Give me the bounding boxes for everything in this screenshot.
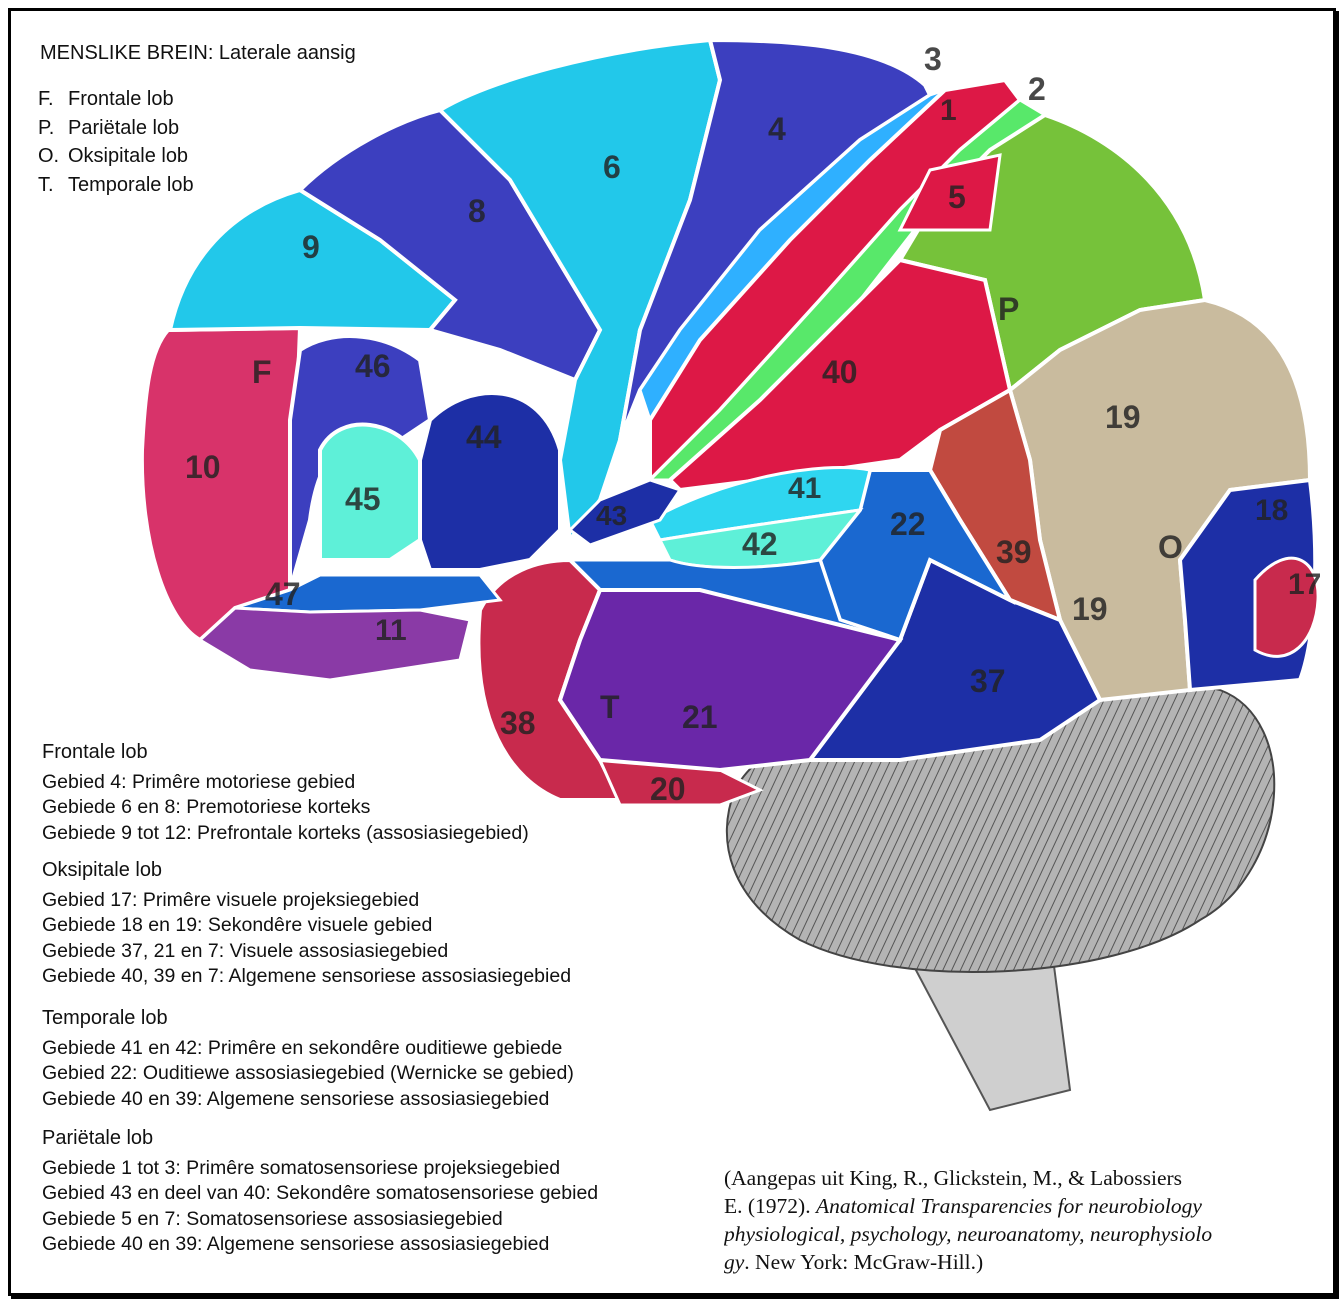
legend-heading: Oksipitale lob bbox=[42, 858, 571, 884]
figure-title: MENSLIKE BREIN: Laterale aansig bbox=[40, 42, 356, 65]
legend-item: Gebiede 9 tot 12: Prefrontale korteks (a… bbox=[42, 821, 529, 847]
legend-item: Gebied 4: Primêre motoriese gebied bbox=[42, 770, 529, 796]
legend-frontal: Frontale lob Gebied 4: Primêre motoriese… bbox=[42, 740, 529, 846]
label-area-22: 22 bbox=[890, 506, 926, 542]
label-area-41: 41 bbox=[788, 472, 821, 505]
legend-temporal: Temporale lob Gebiede 41 en 42: Primêre … bbox=[42, 1006, 574, 1112]
lobe-key-item: F.Frontale lob bbox=[38, 85, 194, 114]
legend-heading: Pariëtale lob bbox=[42, 1126, 602, 1152]
lobe-key-name: Frontale lob bbox=[68, 88, 174, 110]
legend-item: Gebiede 5 en 7: Somatosensoriese assosia… bbox=[42, 1207, 602, 1233]
label-area-6: 6 bbox=[603, 149, 621, 185]
label-area-38: 38 bbox=[500, 705, 536, 741]
legend-item: Gebied 22: Ouditiewe assosiasiegebied (W… bbox=[42, 1061, 574, 1087]
lobe-key: F.Frontale lob P.Pariëtale lob O.Oksipit… bbox=[38, 85, 194, 199]
citation-line: physiological, psychology, neuroanatomy,… bbox=[724, 1220, 1324, 1248]
lobe-key-item: T.Temporale lob bbox=[38, 171, 194, 200]
lobe-key-item: P.Pariëtale lob bbox=[38, 114, 194, 143]
label-area-45: 45 bbox=[345, 481, 381, 517]
label-area-20: 20 bbox=[650, 771, 686, 807]
label-lobe-P: P bbox=[998, 291, 1019, 327]
label-area-19-upper: 19 bbox=[1105, 399, 1141, 435]
citation-text: . New York: McGraw-Hill.) bbox=[744, 1250, 983, 1274]
lobe-key-abbr: F. bbox=[38, 85, 68, 114]
label-area-42: 42 bbox=[742, 526, 778, 562]
label-area-9: 9 bbox=[302, 229, 320, 265]
lobe-key-name: Oksipitale lob bbox=[68, 145, 188, 167]
region-area-11 bbox=[200, 608, 470, 680]
legend-occipital: Oksipitale lob Gebied 17: Primêre visuel… bbox=[42, 858, 571, 990]
legend-item: Gebied 17: Primêre visuele projeksiegebi… bbox=[42, 888, 571, 914]
lobe-key-name: Temporale lob bbox=[68, 174, 194, 196]
label-area-8: 8 bbox=[468, 193, 486, 229]
label-area-21: 21 bbox=[682, 699, 718, 735]
legend-item: Gebiede 6 en 8: Premotoriese korteks bbox=[42, 795, 529, 821]
citation-title: physiological, psychology, neuroanatomy,… bbox=[724, 1222, 1212, 1246]
label-area-3: 3 bbox=[924, 41, 942, 77]
label-area-11: 11 bbox=[375, 614, 407, 647]
legend-item: Gebied 43 en deel van 40: Sekondêre soma… bbox=[42, 1181, 602, 1207]
citation-line: (Aangepas uit King, R., Glickstein, M., … bbox=[724, 1164, 1324, 1192]
label-area-19-lower: 19 bbox=[1072, 591, 1108, 627]
label-area-18: 18 bbox=[1255, 494, 1288, 527]
citation-line: E. (1972). Anatomical Transparencies for… bbox=[724, 1192, 1324, 1220]
legend-heading: Frontale lob bbox=[42, 740, 529, 766]
label-area-2: 2 bbox=[1028, 71, 1046, 107]
label-area-17: 17 bbox=[1288, 568, 1321, 601]
citation-title: Anatomical Transparencies for neurobiolo… bbox=[816, 1194, 1202, 1218]
label-area-10: 10 bbox=[185, 449, 221, 485]
label-area-46: 46 bbox=[355, 348, 391, 384]
label-area-1: 1 bbox=[940, 94, 957, 127]
lobe-key-abbr: T. bbox=[38, 171, 68, 200]
label-lobe-O: O bbox=[1158, 529, 1183, 565]
legend-heading: Temporale lob bbox=[42, 1006, 574, 1032]
lobe-key-item: O.Oksipitale lob bbox=[38, 142, 194, 171]
label-lobe-T: T bbox=[600, 689, 620, 725]
lobe-key-abbr: O. bbox=[38, 142, 68, 171]
legend-item: Gebiede 18 en 19: Sekondêre visuele gebi… bbox=[42, 913, 571, 939]
label-area-4: 4 bbox=[768, 111, 786, 147]
legend-item: Gebiede 1 tot 3: Primêre somatosensories… bbox=[42, 1156, 602, 1182]
label-lobe-F: F bbox=[252, 354, 272, 390]
label-area-43: 43 bbox=[596, 500, 627, 531]
label-area-44: 44 bbox=[466, 419, 502, 455]
legend-item: Gebiede 41 en 42: Primêre en sekondêre o… bbox=[42, 1036, 574, 1062]
citation-text: E. (1972). bbox=[724, 1194, 816, 1218]
citation: (Aangepas uit King, R., Glickstein, M., … bbox=[724, 1164, 1324, 1276]
lobe-key-name: Pariëtale lob bbox=[68, 117, 179, 139]
citation-title: gy bbox=[724, 1250, 744, 1274]
label-area-40: 40 bbox=[822, 354, 858, 390]
legend-item: Gebiede 40 en 39: Algemene sensoriese as… bbox=[42, 1232, 602, 1258]
label-area-39: 39 bbox=[996, 534, 1032, 570]
legend-item: Gebiede 40, 39 en 7: Algemene sensoriese… bbox=[42, 964, 571, 990]
label-area-5: 5 bbox=[948, 179, 966, 215]
label-area-47: 47 bbox=[265, 576, 301, 612]
lobe-key-abbr: P. bbox=[38, 114, 68, 143]
legend-item: Gebiede 37, 21 en 7: Visuele assosiasieg… bbox=[42, 939, 571, 965]
citation-line: gy. New York: McGraw-Hill.) bbox=[724, 1248, 1324, 1276]
legend-item: Gebiede 40 en 39: Algemene sensoriese as… bbox=[42, 1087, 574, 1113]
legend-parietal: Pariëtale lob Gebiede 1 tot 3: Primêre s… bbox=[42, 1126, 602, 1258]
label-area-37: 37 bbox=[970, 663, 1006, 699]
